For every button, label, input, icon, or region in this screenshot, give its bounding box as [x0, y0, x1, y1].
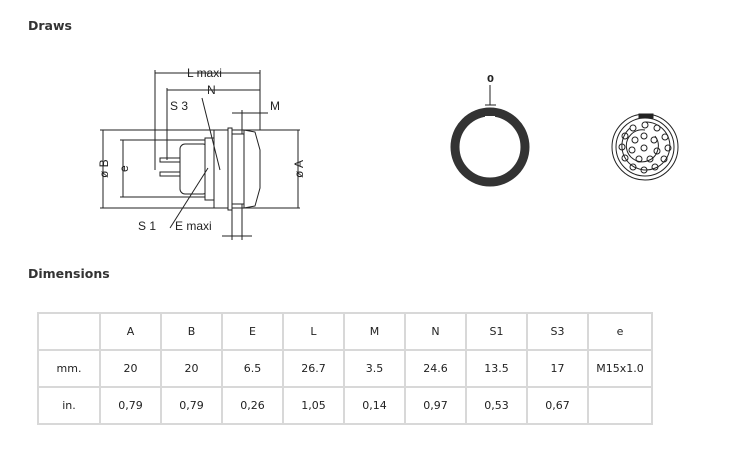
table-cell: 20	[99, 349, 162, 388]
n-label: N	[207, 83, 216, 97]
dimensions-table: A B E L M N S1 S3 e mm. 20 20 6.5 26.7 3…	[37, 312, 653, 425]
table-header-row: A B E L M N S1 S3 e	[37, 312, 653, 351]
table-cell: 24.6	[404, 349, 467, 388]
header-cell: B	[160, 312, 223, 351]
table-row: in. 0,79 0,79 0,26 1,05 0,14 0,97 0,53 0…	[37, 386, 653, 425]
header-cell: e	[587, 312, 653, 351]
header-cell: S1	[465, 312, 528, 351]
table-cell: 0,79	[99, 386, 162, 425]
table-cell: 20	[160, 349, 223, 388]
s3-label: S 3	[170, 99, 188, 113]
m-label: M	[270, 99, 280, 113]
table-cell: 0,26	[221, 386, 284, 425]
s1-label: S 1	[138, 219, 156, 233]
table-cell: 13.5	[465, 349, 528, 388]
row-label: in.	[37, 386, 101, 425]
header-cell: N	[404, 312, 467, 351]
table-cell: 17	[526, 349, 589, 388]
header-cell: E	[221, 312, 284, 351]
dimensions-heading: Dimensions	[28, 266, 110, 281]
table-cell: 1,05	[282, 386, 345, 425]
table-cell: 0,97	[404, 386, 467, 425]
table-cell: 0,67	[526, 386, 589, 425]
l-maxi-label: L maxi	[187, 66, 222, 80]
connector-side-drawing: L maxi N S 3 M S 1 E maxi ø B e ø A	[97, 66, 306, 240]
table-cell	[587, 386, 653, 425]
key-position-label: 0	[487, 74, 494, 85]
header-cell: S3	[526, 312, 589, 351]
table-cell: 0,14	[343, 386, 406, 425]
keying-ring-drawing: 0	[450, 74, 530, 187]
table-cell: M15x1.0	[587, 349, 653, 388]
header-cell: M	[343, 312, 406, 351]
e-label: e	[117, 165, 131, 172]
header-cell: A	[99, 312, 162, 351]
dia-a-label: ø A	[292, 160, 306, 178]
table-cell: 26.7	[282, 349, 345, 388]
table-cell: 0,53	[465, 386, 528, 425]
e-maxi-label: E maxi	[175, 219, 212, 233]
row-label: mm.	[37, 349, 101, 388]
draws-heading: Draws	[28, 18, 72, 33]
header-cell: L	[282, 312, 345, 351]
contact-layout-drawing	[611, 113, 679, 181]
table-cell: 3.5	[343, 349, 406, 388]
table-cell: 6.5	[221, 349, 284, 388]
header-cell	[37, 312, 101, 351]
dia-b-label: ø B	[97, 159, 111, 178]
table-row: mm. 20 20 6.5 26.7 3.5 24.6 13.5 17 M15x…	[37, 349, 653, 388]
table-cell: 0,79	[160, 386, 223, 425]
